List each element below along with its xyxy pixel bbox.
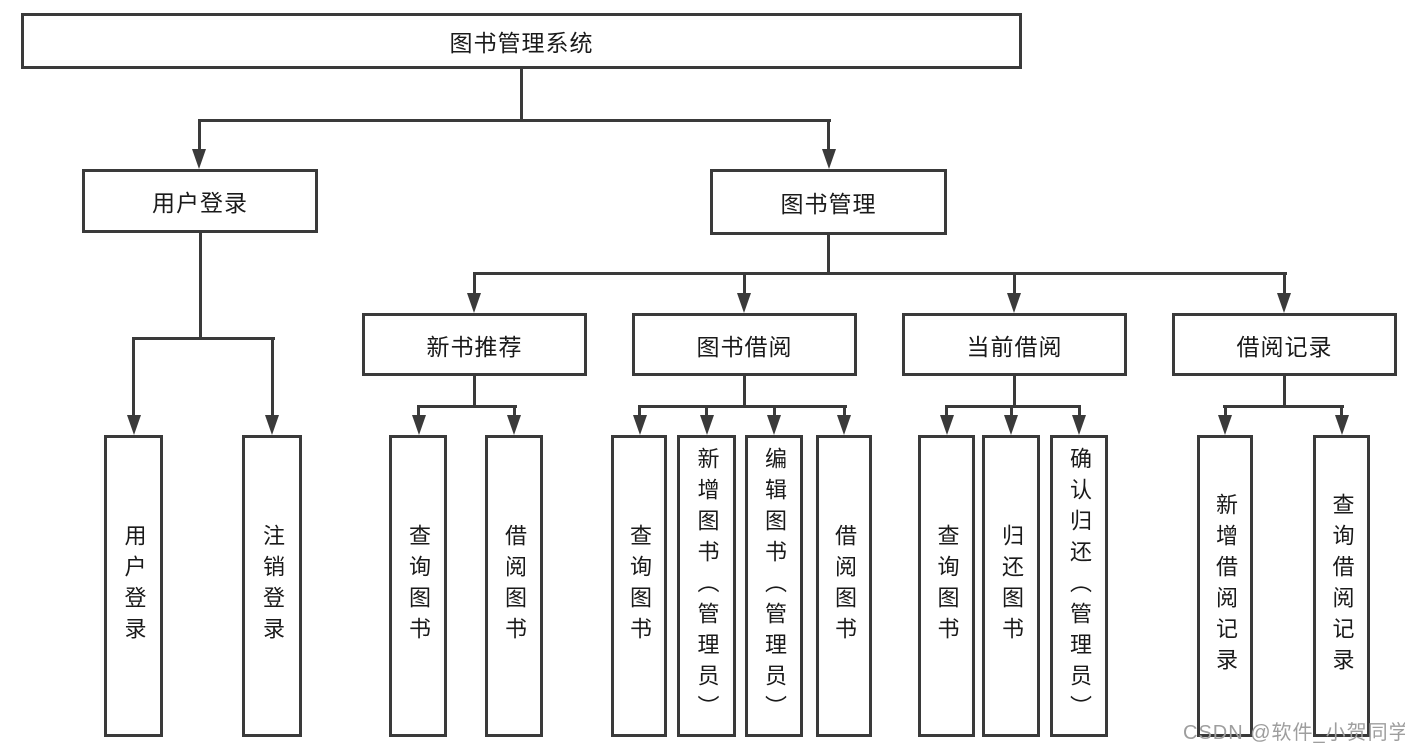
node-book-management: 图书管理 bbox=[710, 169, 947, 235]
connector-branch bbox=[945, 405, 1081, 408]
arrow-down-icon bbox=[467, 293, 481, 313]
arrow-down-icon bbox=[192, 149, 206, 169]
node-user-login: 用户登录 bbox=[82, 169, 318, 233]
node-current-borrow: 当前借阅 bbox=[902, 313, 1127, 376]
connector-stem bbox=[473, 376, 476, 408]
connector-stem bbox=[513, 405, 516, 419]
leaf-add-borrow-record: 新增借阅记录 bbox=[1197, 435, 1253, 737]
leaf-borrow-books: 借阅图书 bbox=[816, 435, 872, 737]
leaf-query-borrow-record: 查询借阅记录 bbox=[1313, 435, 1370, 737]
connector-stem bbox=[417, 405, 420, 419]
connector-level2-branch bbox=[198, 119, 831, 122]
connector-stem bbox=[1078, 405, 1081, 419]
connector-stem bbox=[271, 337, 274, 417]
connector-stem bbox=[1013, 272, 1016, 297]
leaf-confirm-return-admin: 确认归还（管理员） bbox=[1050, 435, 1108, 737]
connector-stem bbox=[743, 272, 746, 297]
node-new-book-recommend: 新书推荐 bbox=[362, 313, 587, 376]
arrow-down-icon bbox=[767, 415, 781, 435]
connector-stem bbox=[827, 119, 830, 151]
leaf-add-books-admin: 新增图书（管理员） bbox=[677, 435, 736, 737]
connector-stem bbox=[945, 405, 948, 419]
node-book-borrow: 图书借阅 bbox=[632, 313, 857, 376]
connector-level3-branch bbox=[473, 272, 1287, 275]
connector-branch bbox=[417, 405, 517, 408]
leaf-borrow-books-recommend: 借阅图书 bbox=[485, 435, 543, 737]
connector-user-login-branch bbox=[132, 337, 275, 340]
leaf-query-books-current: 查询图书 bbox=[918, 435, 975, 737]
connector-stem bbox=[132, 337, 135, 417]
leaf-user-login: 用户登录 bbox=[104, 435, 163, 737]
connector-stem bbox=[473, 272, 476, 297]
arrow-down-icon bbox=[822, 149, 836, 169]
node-borrow-record: 借阅记录 bbox=[1172, 313, 1397, 376]
arrow-down-icon bbox=[507, 415, 521, 435]
arrow-down-icon bbox=[940, 415, 954, 435]
leaf-query-books-recommend: 查询图书 bbox=[389, 435, 447, 737]
connector-stem bbox=[1224, 405, 1227, 419]
csdn-watermark: CSDN @软件_小贺同学 bbox=[1183, 722, 1405, 744]
connector-branch bbox=[1223, 405, 1344, 408]
leaf-query-books-borrow: 查询图书 bbox=[611, 435, 667, 737]
arrow-down-icon bbox=[1277, 293, 1291, 313]
arrow-down-icon bbox=[1004, 415, 1018, 435]
connector-stem bbox=[705, 405, 708, 419]
arrow-down-icon bbox=[1007, 293, 1021, 313]
arrow-down-icon bbox=[837, 415, 851, 435]
leaf-return-books: 归还图书 bbox=[982, 435, 1040, 737]
arrow-down-icon bbox=[737, 293, 751, 313]
arrow-down-icon bbox=[265, 415, 279, 435]
connector-stem bbox=[1283, 376, 1286, 408]
node-root-system: 图书管理系统 bbox=[21, 13, 1022, 69]
connector-stem bbox=[198, 119, 201, 151]
connector-stem bbox=[743, 376, 746, 408]
connector-book-mgmt-stem bbox=[827, 235, 830, 275]
connector-stem bbox=[773, 405, 776, 419]
arrow-down-icon bbox=[412, 415, 426, 435]
connector-stem bbox=[1010, 405, 1013, 419]
arrow-down-icon bbox=[700, 415, 714, 435]
connector-stem bbox=[843, 405, 846, 419]
connector-branch bbox=[638, 405, 847, 408]
connector-stem bbox=[638, 405, 641, 419]
connector-stem bbox=[1340, 405, 1343, 419]
arrow-down-icon bbox=[1335, 415, 1349, 435]
arrow-down-icon bbox=[1072, 415, 1086, 435]
arrow-down-icon bbox=[1218, 415, 1232, 435]
leaf-logout: 注销登录 bbox=[242, 435, 302, 737]
connector-root-stem bbox=[520, 69, 523, 122]
connector-stem bbox=[1283, 272, 1286, 297]
arrow-down-icon bbox=[127, 415, 141, 435]
leaf-edit-books-admin: 编辑图书（管理员） bbox=[745, 435, 803, 737]
arrow-down-icon bbox=[633, 415, 647, 435]
connector-user-login-stem bbox=[199, 233, 202, 340]
connector-stem bbox=[1013, 376, 1016, 408]
